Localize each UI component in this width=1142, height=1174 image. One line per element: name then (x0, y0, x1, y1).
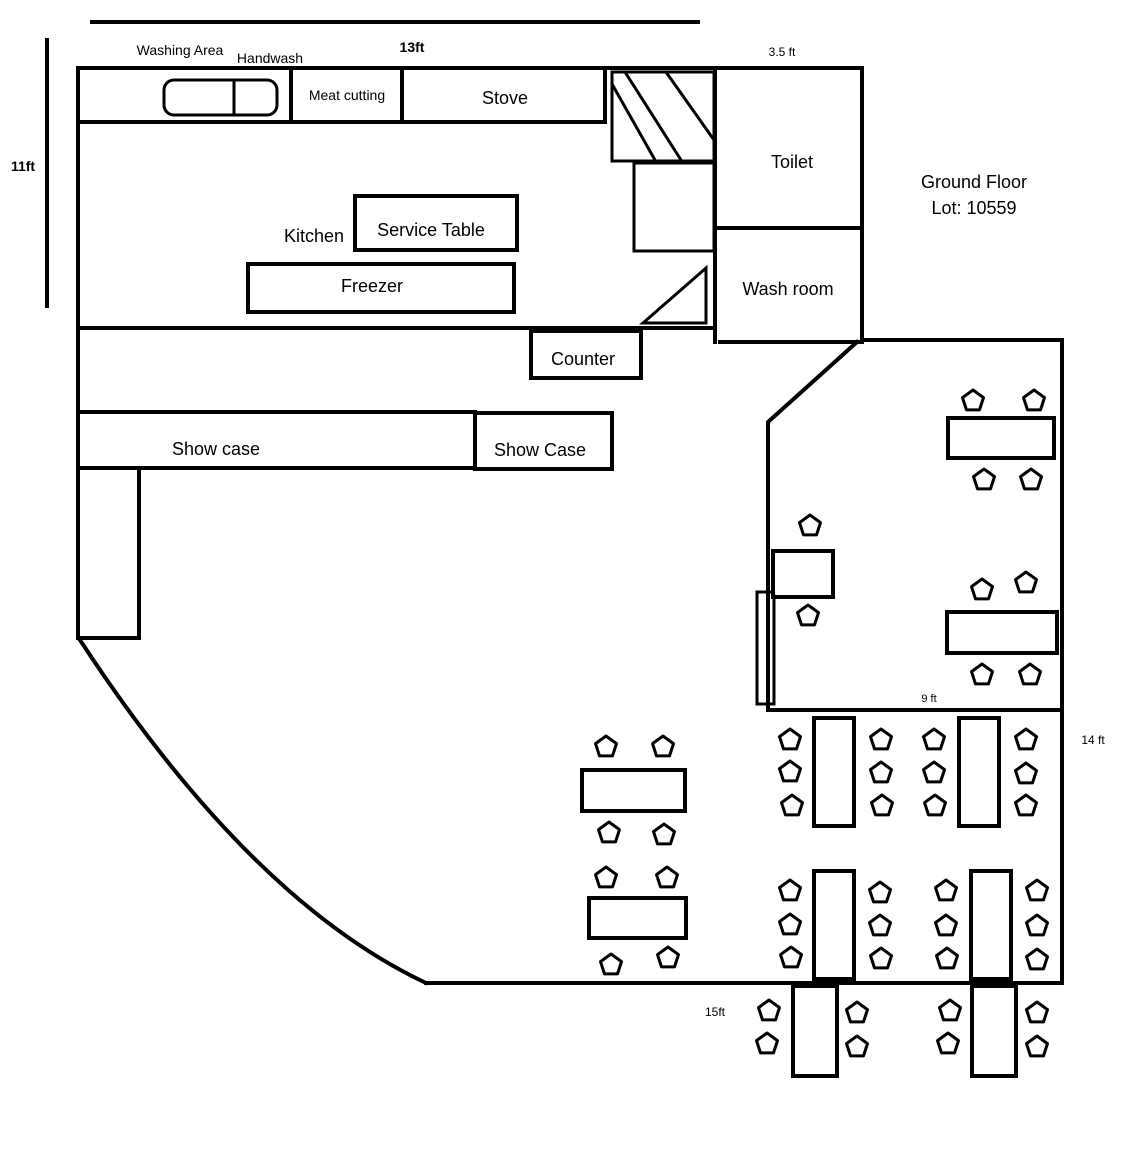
chairs (594, 388, 1049, 1058)
chair (597, 820, 621, 844)
chair (923, 793, 947, 817)
chair (934, 878, 958, 902)
chair (869, 946, 893, 970)
chair (934, 913, 958, 937)
chair (778, 759, 802, 783)
curved-wall (77, 637, 429, 986)
chair (869, 727, 893, 751)
table (580, 768, 687, 813)
chair (869, 760, 893, 784)
long-table (812, 716, 856, 828)
height-dimension-label: 11ft (11, 158, 35, 174)
chair (1025, 1000, 1049, 1024)
chair (1022, 388, 1046, 412)
chair (778, 878, 802, 902)
kitchen-label: Kitchen (284, 226, 344, 246)
chair (870, 793, 894, 817)
chair (1019, 467, 1043, 491)
chair (936, 1031, 960, 1055)
floor-title: Ground Floor (921, 172, 1027, 192)
side-bench (755, 590, 776, 706)
chair (796, 603, 820, 627)
outer-wall (76, 66, 1064, 985)
storage-box (632, 161, 716, 253)
chair (970, 662, 994, 686)
service-table-label: Service Table (377, 220, 485, 240)
sink (162, 78, 279, 117)
chair (1014, 570, 1038, 594)
chair (972, 467, 996, 491)
chair (755, 1031, 779, 1055)
dining-room-wall (766, 339, 1064, 712)
chair (778, 912, 802, 936)
freezer (246, 262, 516, 314)
table (771, 549, 835, 599)
side-show-case (76, 466, 141, 640)
long-table (970, 984, 1018, 1078)
corner-shelf (639, 264, 708, 325)
long-table (969, 869, 1013, 981)
chair (594, 865, 618, 889)
washing-area-label: Washing Area (137, 42, 224, 58)
chair (656, 945, 680, 969)
handwash-label: Handwash (237, 50, 303, 66)
chair (594, 734, 618, 758)
right-dimension-label: 14 ft (1081, 733, 1105, 747)
chair (1025, 1034, 1049, 1058)
chair (655, 865, 679, 889)
chair (845, 1000, 869, 1024)
chair (778, 727, 802, 751)
show-case-1 (76, 410, 477, 470)
chair (1014, 761, 1038, 785)
stairs-hatch (623, 71, 683, 161)
chair (1014, 727, 1038, 751)
table (946, 416, 1056, 460)
stove-label: Stove (482, 88, 528, 108)
lot-number: Lot: 10559 (931, 198, 1016, 218)
chair (935, 946, 959, 970)
chair (757, 998, 781, 1022)
chair (651, 734, 675, 758)
width-dimension-label: 13ft (400, 39, 425, 55)
counter (529, 329, 643, 380)
long-table (791, 984, 839, 1078)
wash-room-label: Wash room (742, 279, 833, 299)
chair (922, 760, 946, 784)
chair (798, 513, 822, 537)
table (945, 610, 1059, 655)
chair (780, 793, 804, 817)
toilet-label: Toilet (771, 152, 813, 172)
chair (1018, 662, 1042, 686)
toilet-width-label: 3.5 ft (769, 45, 796, 59)
stairs-hatch (664, 71, 716, 141)
chair (1025, 878, 1049, 902)
table (587, 896, 688, 940)
meat-cutting-label: Meat cutting (309, 87, 385, 103)
long-table (957, 716, 1001, 828)
chair (652, 822, 676, 846)
chair (970, 577, 994, 601)
counter-label: Counter (551, 349, 615, 369)
chair (868, 880, 892, 904)
chair (922, 727, 946, 751)
chair (1025, 947, 1049, 971)
chair (1025, 913, 1049, 937)
chair (868, 913, 892, 937)
bottom-dimension-label: 15ft (705, 1005, 726, 1019)
chair (938, 998, 962, 1022)
stairs-hatch (610, 83, 657, 161)
freezer-label: Freezer (341, 276, 403, 296)
show-case-label: Show case (172, 439, 260, 459)
chair (961, 388, 985, 412)
chair (599, 952, 623, 976)
dining-width-label: 9 ft (921, 693, 936, 705)
show-case-2 (473, 411, 614, 471)
long-table (812, 869, 856, 981)
service-table (353, 194, 519, 252)
show-case-label: Show Case (494, 440, 586, 460)
chair (845, 1034, 869, 1058)
chair (779, 945, 803, 969)
chair (1014, 793, 1038, 817)
